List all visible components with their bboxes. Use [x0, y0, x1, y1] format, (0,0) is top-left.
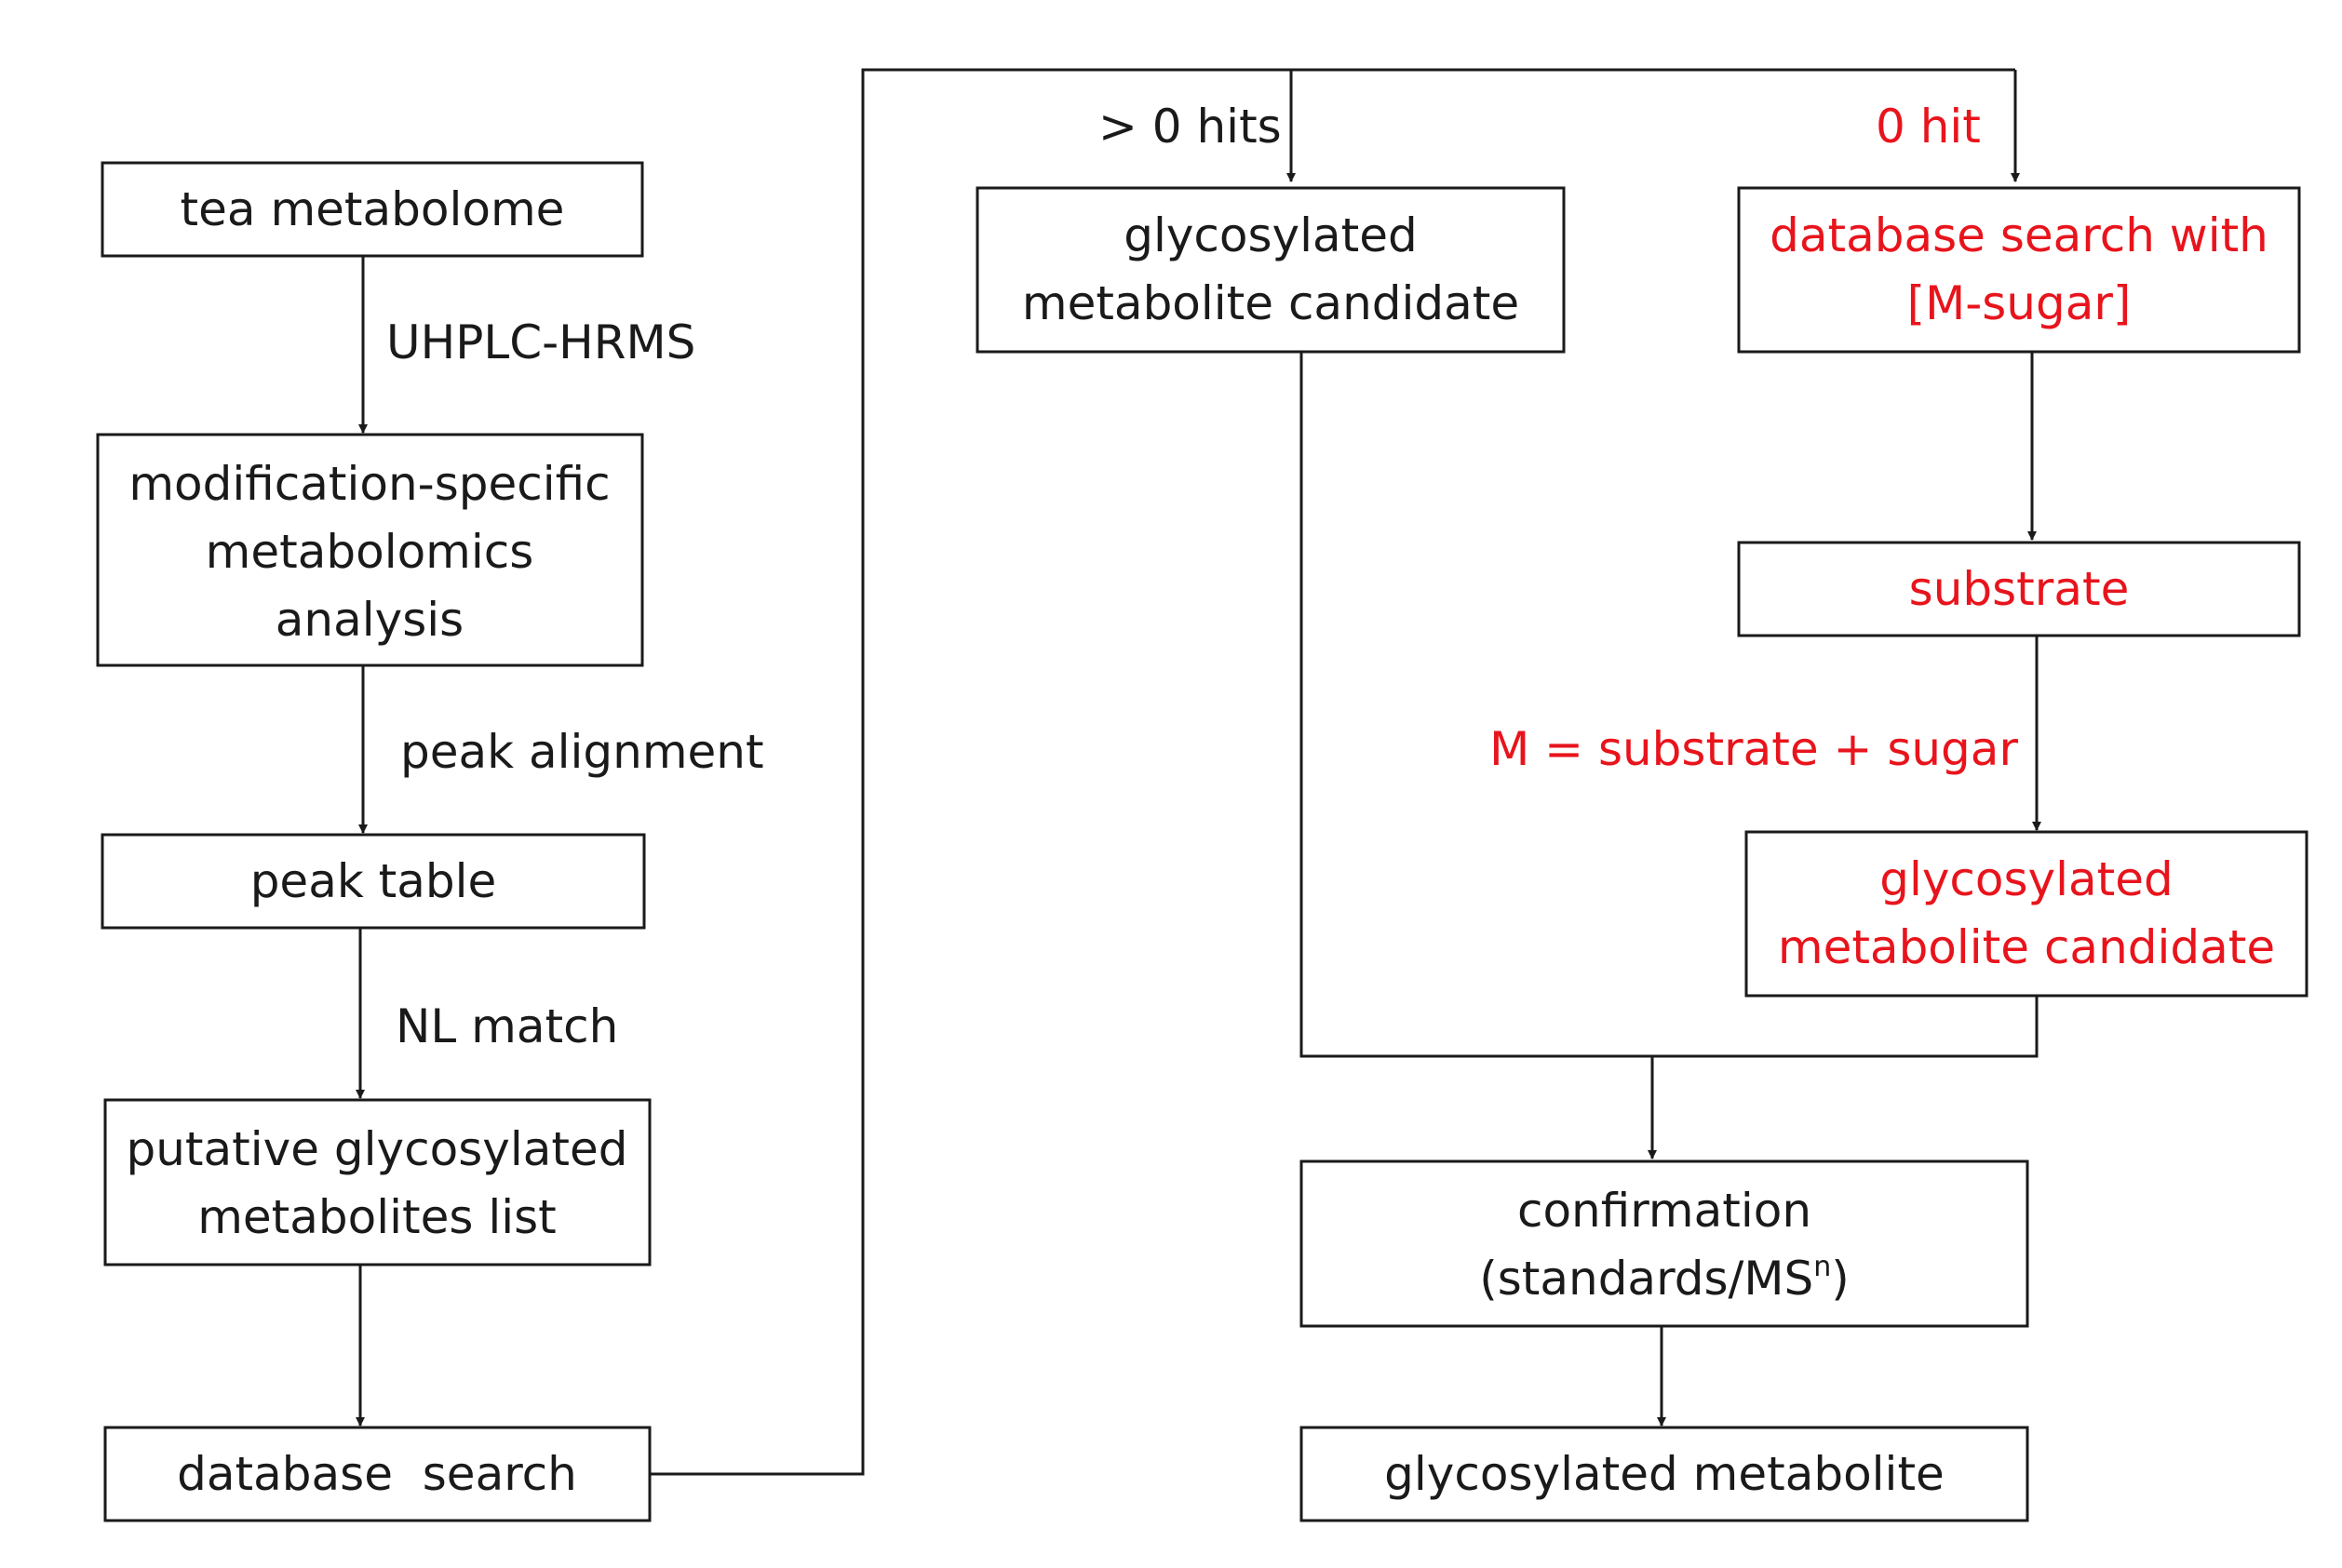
edge-label-nl-match: NL match — [396, 999, 618, 1053]
node-modification-analysis-line-3: analysis — [276, 593, 464, 647]
edge-label-uhplc: UHPLC-HRMS — [386, 315, 695, 369]
node-glyco-candidate-left-line-2: metabolite candidate — [1022, 276, 1519, 330]
node-peak-table: peak table — [101, 833, 646, 930]
node-putative-list-line-1: putative glycosylated — [127, 1122, 628, 1176]
node-confirmation-line-2: (standards/MSn) — [1479, 1251, 1850, 1306]
node-glyco-metabolite: glycosylated metabolite — [1299, 1426, 2029, 1522]
edge-label-zero-hit: 0 hit — [1876, 100, 1981, 154]
node-glyco-candidate-right: glycosylated metabolite candidate — [1744, 830, 2308, 998]
confirmation-closing-paren: ) — [1831, 1252, 1850, 1306]
node-database-search-label: database search — [177, 1447, 577, 1501]
edge-label-hits: > 0 hits — [1098, 100, 1282, 154]
node-glyco-candidate-left-line-1: glycosylated — [1124, 208, 1418, 262]
node-glyco-candidate-right-line-1: glycosylated — [1879, 852, 2174, 906]
node-modification-analysis-line-2: metabolomics — [206, 525, 534, 579]
edge-label-m-equation: M = substrate + sugar — [1489, 722, 2018, 776]
node-peak-table-label: peak table — [250, 854, 497, 908]
connector-left-candidate-to-merge — [1299, 352, 2039, 1058]
node-modification-analysis: modification-specific metabolomics analy… — [96, 433, 644, 667]
node-glyco-metabolite-label: glycosylated metabolite — [1384, 1447, 1945, 1501]
node-modification-analysis-line-1: modification-specific — [128, 457, 610, 511]
node-putative-list: putative glycosylated metabolites list — [103, 1098, 652, 1266]
node-putative-list-line-2: metabolites list — [197, 1190, 557, 1244]
node-substrate: substrate — [1737, 541, 2301, 637]
node-glyco-candidate-left: glycosylated metabolite candidate — [976, 186, 1566, 354]
node-confirmation: confirmation (standards/MSn) — [1299, 1159, 2029, 1328]
confirmation-superscript-n: n — [1813, 1251, 1831, 1283]
node-tea-metabolome-label: tea metabolome — [181, 182, 565, 236]
node-database-search: database search — [103, 1426, 652, 1522]
node-db-search-msugar-line-2: [M-sugar] — [1907, 276, 2132, 330]
node-db-search-msugar: database search with [M-sugar] — [1737, 186, 2301, 354]
connector-database-search-to-branch — [650, 68, 2015, 1476]
node-db-search-msugar-line-1: database search with — [1770, 208, 2268, 262]
node-glyco-candidate-right-line-2: metabolite candidate — [1778, 920, 2275, 974]
node-tea-metabolome: tea metabolome — [101, 161, 644, 258]
confirmation-line-2-main: (standards/MS — [1479, 1252, 1813, 1306]
node-confirmation-line-1: confirmation — [1517, 1184, 1811, 1238]
edge-label-peak-alignment: peak alignment — [400, 725, 764, 779]
node-substrate-label: substrate — [1909, 562, 2130, 616]
